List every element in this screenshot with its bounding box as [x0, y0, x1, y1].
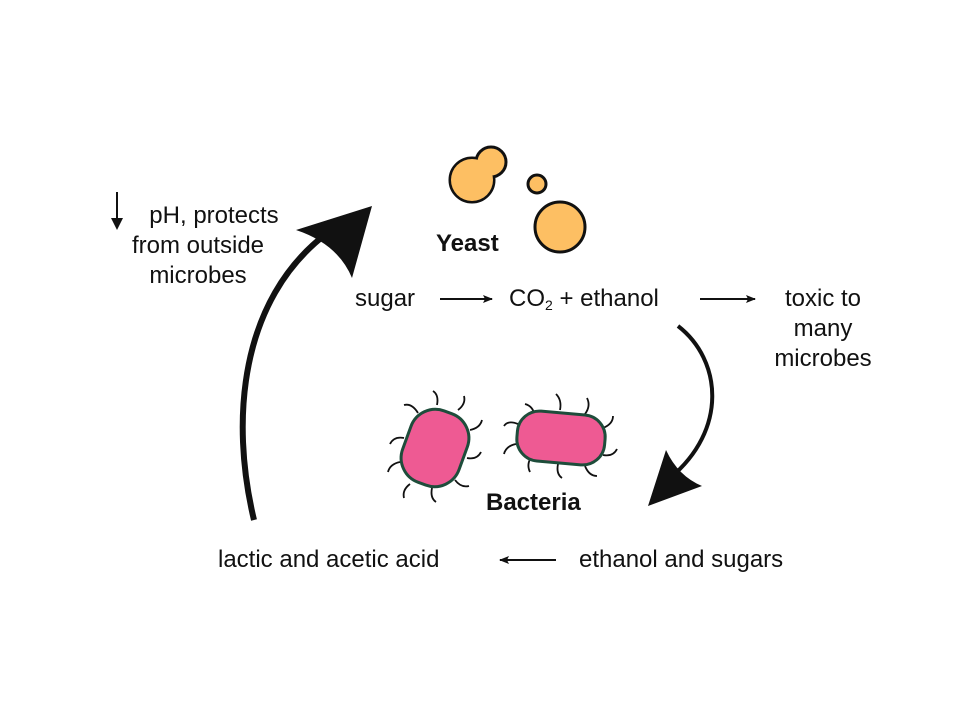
- co2-ethanol-label: CO2 + ethanol: [509, 284, 659, 320]
- down-arrow-icon: [111, 192, 123, 230]
- curved-arrow-to-bacteria: [648, 324, 715, 506]
- ph-line-2: from outside: [131, 232, 265, 259]
- yeast-cells-icon: [448, 145, 587, 254]
- bacterium-icon: [387, 390, 483, 503]
- ethanol-sugars-label: ethanol and sugars: [579, 546, 784, 573]
- bacterium-icon: [503, 393, 618, 479]
- co2-text: CO: [509, 285, 545, 312]
- acids-label: lactic and acetic acid: [218, 546, 440, 573]
- ph-label: pH, protects from outside microbes: [100, 201, 296, 291]
- plus-ethanol-text: + ethanol: [552, 285, 659, 312]
- ph-line-1: pH, protects: [149, 202, 279, 229]
- yeast-label: Yeast: [436, 230, 499, 257]
- toxic-line-3: microbes: [774, 345, 872, 372]
- curved-arrow-to-yeast: [239, 206, 372, 521]
- ph-line-3: microbes: [149, 262, 247, 289]
- sugar-label: sugar: [355, 285, 416, 312]
- bacteria-label: Bacteria: [486, 489, 581, 516]
- co2-subscript: 2: [545, 297, 553, 313]
- toxic-line-2: many: [793, 315, 853, 342]
- toxic-label: toxic to many microbes: [760, 284, 886, 374]
- toxic-line-1: toxic to: [784, 285, 862, 312]
